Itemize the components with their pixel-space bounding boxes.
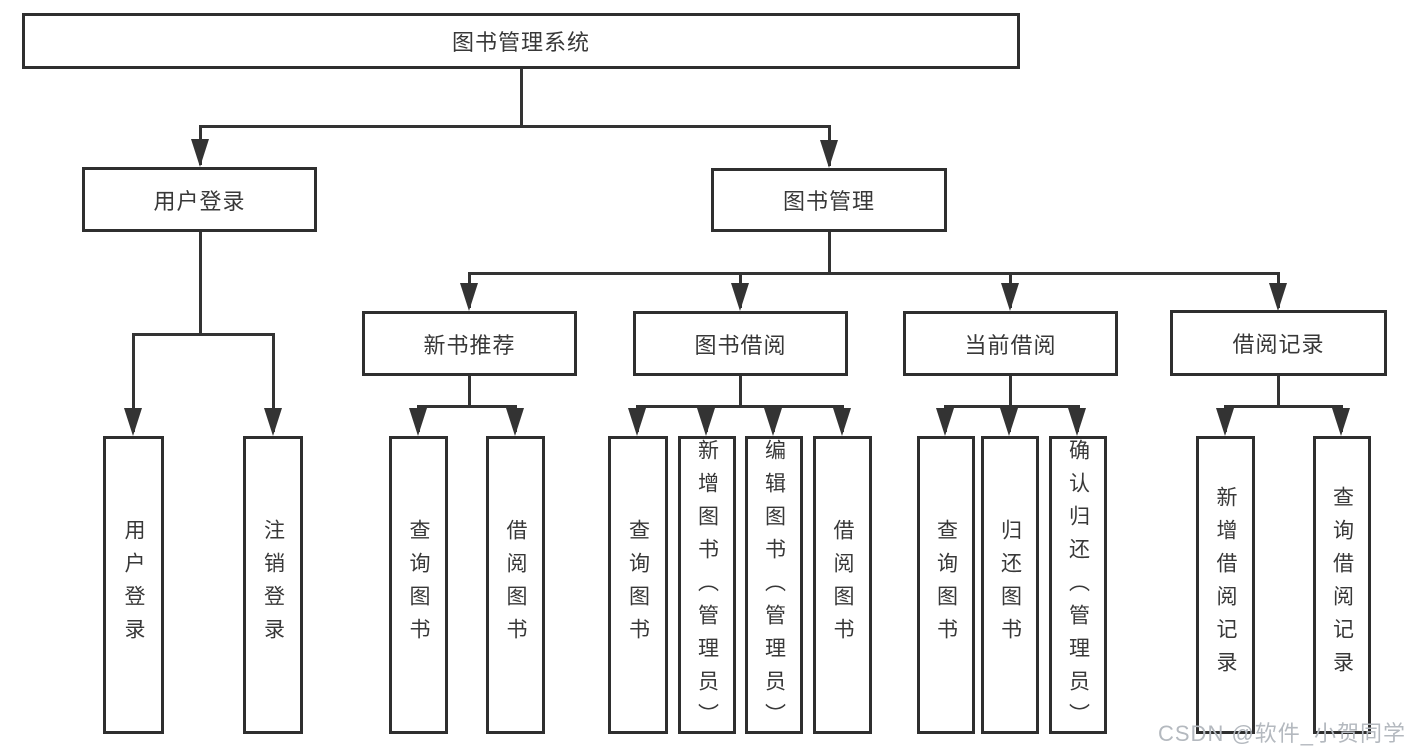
connector-arrowhead	[409, 408, 427, 436]
csdn-watermark: CSDN @软件_小贺同学	[1158, 721, 1405, 746]
connector-arrowhead	[1216, 408, 1234, 436]
leaf-return-books: 归还图书	[981, 436, 1039, 734]
leaf-confirm-return-admin: 确认归还（管理员）	[1049, 436, 1107, 736]
connector-line	[944, 405, 1080, 408]
connector-arrowhead	[1001, 283, 1019, 311]
connector-arrowhead	[191, 139, 209, 167]
connector-arrowhead	[506, 408, 524, 436]
connector-line	[1277, 376, 1280, 405]
leaf-user-login: 用户登录	[103, 436, 164, 734]
connector-line	[636, 405, 843, 408]
connector-arrowhead	[1269, 283, 1287, 311]
connector-line	[468, 376, 471, 405]
leaf-query-books-recommend: 查询图书	[389, 436, 448, 734]
connector-line	[132, 333, 135, 432]
connector-arrowhead	[628, 408, 646, 436]
connector-line	[1224, 405, 1343, 408]
connector-arrowhead	[764, 408, 782, 436]
connector-line	[468, 272, 1280, 275]
leaf-query-borrow-record: 查询借阅记录	[1313, 436, 1371, 734]
leaf-borrow-books-recommend: 借阅图书	[486, 436, 545, 734]
node-borrow-records: 借阅记录	[1170, 310, 1387, 376]
node-new-book-recommend: 新书推荐	[362, 311, 577, 376]
leaf-query-books-current: 查询图书	[917, 436, 975, 734]
node-user-login: 用户登录	[82, 167, 317, 232]
connector-arrowhead	[1332, 408, 1350, 436]
connector-line	[828, 232, 831, 272]
leaf-add-books-admin: 新增图书（管理员）	[678, 436, 736, 736]
connector-arrowhead	[460, 283, 478, 311]
connector-line	[199, 232, 202, 333]
leaf-borrow-books: 借阅图书	[813, 436, 872, 734]
connector-arrowhead	[820, 140, 838, 168]
leaf-query-books-borrow: 查询图书	[608, 436, 668, 734]
node-root: 图书管理系统	[22, 13, 1020, 69]
connector-arrowhead	[1000, 408, 1018, 436]
node-book-borrow: 图书借阅	[633, 311, 848, 376]
leaf-add-borrow-record: 新增借阅记录	[1196, 436, 1255, 734]
connector-arrowhead	[1068, 408, 1086, 436]
connector-line	[132, 333, 275, 336]
node-book-management: 图书管理	[711, 168, 947, 232]
connector-arrowhead	[731, 283, 749, 311]
node-current-borrow: 当前借阅	[903, 311, 1118, 376]
connector-line	[520, 68, 523, 125]
connector-line	[272, 333, 275, 432]
connector-line	[739, 376, 742, 405]
leaf-logout: 注销登录	[243, 436, 303, 734]
connector-arrowhead	[833, 408, 851, 436]
connector-line	[417, 405, 517, 408]
connector-line	[199, 125, 831, 128]
connector-arrowhead	[936, 408, 954, 436]
connector-arrowhead	[124, 408, 142, 436]
connector-arrowhead	[697, 408, 715, 436]
connector-arrowhead	[264, 408, 282, 436]
leaf-edit-books-admin: 编辑图书（管理员）	[745, 436, 803, 736]
connector-line	[1009, 376, 1012, 405]
